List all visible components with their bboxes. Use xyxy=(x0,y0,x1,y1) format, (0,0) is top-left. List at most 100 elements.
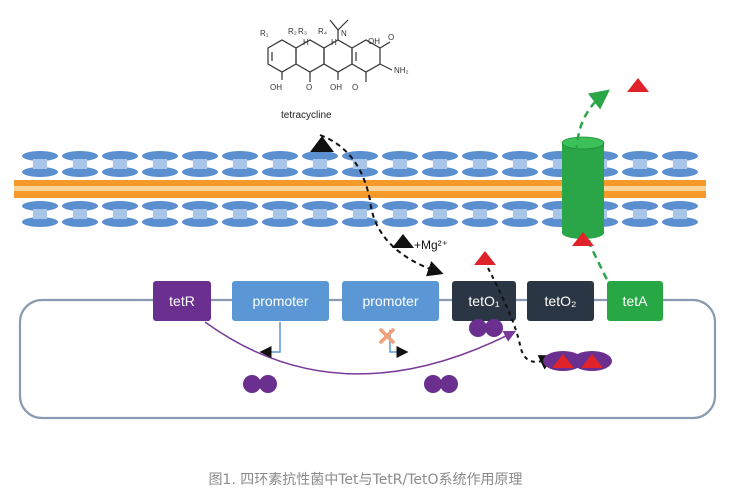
binding-arrow xyxy=(487,267,556,370)
lipid-tail xyxy=(233,209,247,219)
lipid-head xyxy=(382,151,418,161)
lipid-head xyxy=(262,217,298,227)
r3-label: R₃ xyxy=(298,27,307,36)
lipid-head xyxy=(62,217,98,227)
lipid-head xyxy=(422,217,458,227)
tetA-pump xyxy=(561,136,605,239)
lipid-head xyxy=(462,151,498,161)
tetR-tetracycline-complex xyxy=(543,351,612,371)
tetracycline-structure xyxy=(267,19,393,82)
lipid-head xyxy=(622,167,658,177)
gene-label-3: tetO₁ xyxy=(468,293,499,309)
lipid-head xyxy=(422,167,458,177)
lipid-tail xyxy=(153,159,167,169)
mg-ion-label: +Mg²⁺ xyxy=(414,238,448,252)
h-label-2: H xyxy=(331,38,337,47)
lipid-head xyxy=(22,151,58,161)
nh2-label: NH₂ xyxy=(394,66,409,75)
lipid-tail xyxy=(473,209,487,219)
lipid-head xyxy=(502,201,538,211)
gene-label-2: promoter xyxy=(362,293,418,309)
lipid-tail xyxy=(193,159,207,169)
lipid-head xyxy=(422,151,458,161)
tetracycline-inside-triangle xyxy=(474,251,496,265)
lipid-head xyxy=(262,151,298,161)
lipid-head xyxy=(142,201,178,211)
lipid-head xyxy=(102,167,138,177)
lipid-head xyxy=(182,201,218,211)
lipid-tail xyxy=(633,159,647,169)
tetracycline-pump-triangle xyxy=(572,232,594,246)
gene-box-4 xyxy=(527,281,594,321)
lipid-head xyxy=(102,151,138,161)
tet-system-diagram: R₁ R₂ R₃ R₄ H H OH OH OH O O O NH₂ N tet… xyxy=(14,19,717,420)
lipid-tail xyxy=(313,159,327,169)
lipid-tail xyxy=(73,209,87,219)
oh-label-3: OH xyxy=(330,83,342,92)
lipid-tail xyxy=(353,159,367,169)
entry-arrow xyxy=(319,134,444,277)
lipid-tail xyxy=(153,209,167,219)
lipid-head xyxy=(222,201,258,211)
lipid-head xyxy=(102,217,138,227)
lipid-head xyxy=(62,201,98,211)
lipid-head xyxy=(382,217,418,227)
gene-label-5: tetA xyxy=(623,293,649,309)
blocked-x-icon xyxy=(379,328,395,344)
oh-label-1: OH xyxy=(368,37,380,46)
tetracycline-exported-triangle xyxy=(627,78,649,92)
lipid-head xyxy=(182,167,218,177)
lipid-tail xyxy=(273,209,287,219)
lipid-head xyxy=(182,217,218,227)
lipid-head xyxy=(222,167,258,177)
lipid-head xyxy=(462,167,498,177)
gene-box-1 xyxy=(232,281,329,321)
lipid-head xyxy=(22,201,58,211)
lipid-head xyxy=(422,201,458,211)
lipid-tail xyxy=(673,159,687,169)
lipid-head xyxy=(502,167,538,177)
membrane-core-highlight xyxy=(14,186,706,191)
tetracycline-labels: R₁ R₂ R₃ R₄ H H OH OH OH O O O NH₂ N xyxy=(260,27,409,92)
tetR-expression-arrow xyxy=(204,321,517,375)
lipid-head xyxy=(382,167,418,177)
r1-label: R₁ xyxy=(260,29,269,38)
lipid-head xyxy=(462,201,498,211)
lipid-head xyxy=(662,167,698,177)
lipid-tail xyxy=(313,209,327,219)
lipid-tail xyxy=(233,159,247,169)
lipid-head xyxy=(622,201,658,211)
lipid-tail xyxy=(633,209,647,219)
lipid-tail xyxy=(33,209,47,219)
lipid-tail xyxy=(353,209,367,219)
lipid-head xyxy=(142,151,178,161)
oh-label-2: OH xyxy=(270,83,282,92)
lipid-tail xyxy=(393,209,407,219)
h-label-1: H xyxy=(303,38,309,47)
lipid-tail xyxy=(393,159,407,169)
lipid-head xyxy=(622,217,658,227)
tetR-dimer-free-2 xyxy=(424,375,458,393)
o-label-3: O xyxy=(388,33,394,42)
lipid-head xyxy=(302,217,338,227)
lipid-head xyxy=(222,217,258,227)
lipid-head xyxy=(22,217,58,227)
lipid-head xyxy=(262,167,298,177)
lipid-tail xyxy=(513,159,527,169)
lipid-head xyxy=(502,151,538,161)
lipid-head xyxy=(382,201,418,211)
tetracycline-label: tetracycline xyxy=(281,110,332,121)
gene-box-0 xyxy=(153,281,211,321)
lipid-tail xyxy=(273,159,287,169)
gene-label-4: tetO₂ xyxy=(545,293,577,309)
r2-label: R₂ xyxy=(288,27,297,36)
lipid-head xyxy=(142,167,178,177)
lipid-head xyxy=(302,167,338,177)
figure-caption: 图1. 四环素抗性菌中Tet与TetR/TetO系统作用原理 xyxy=(208,472,523,488)
gene-label-0: tetR xyxy=(169,293,195,309)
lipid-head xyxy=(262,201,298,211)
tetracycline-mg-triangle xyxy=(392,234,414,248)
lipid-head xyxy=(502,217,538,227)
lipid-head xyxy=(662,201,698,211)
